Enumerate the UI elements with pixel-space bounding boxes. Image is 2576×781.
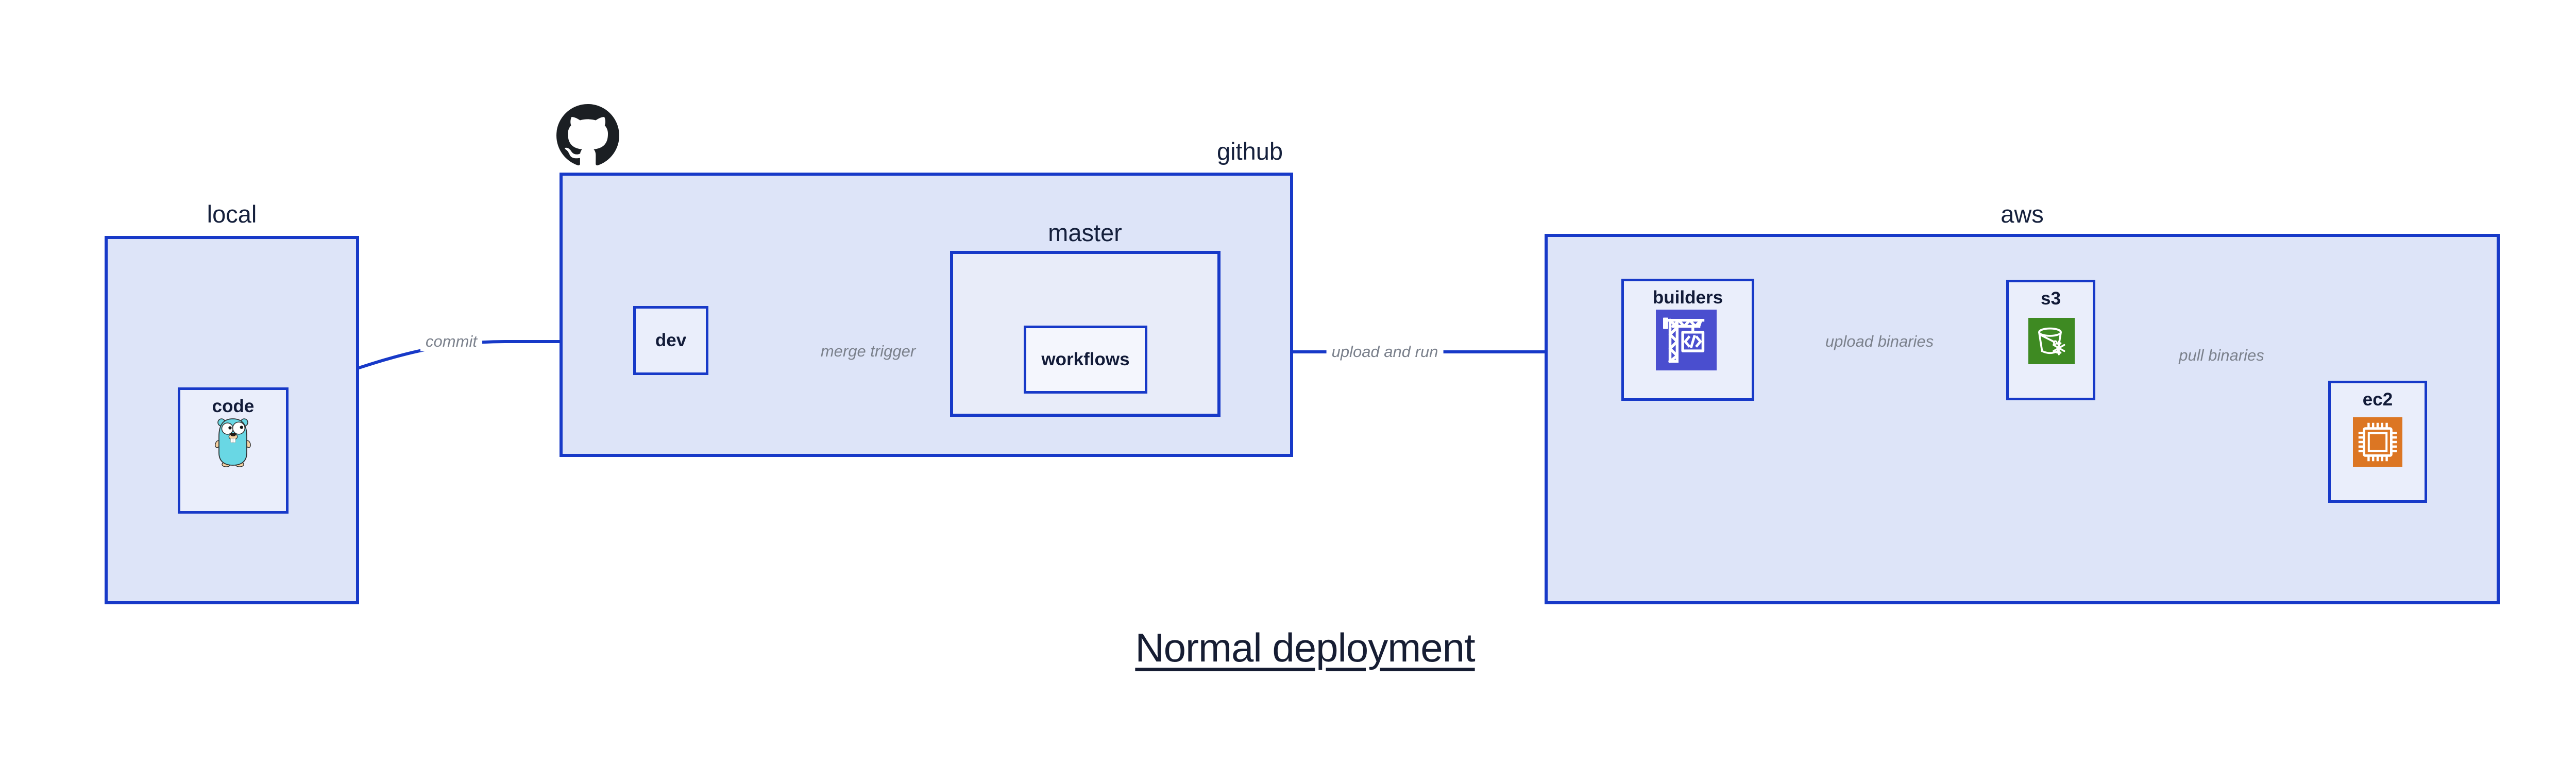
- aws-ec2-chip-icon: [2353, 417, 2402, 467]
- node-ec2-label: ec2: [2362, 389, 2393, 410]
- go-gopher-icon: [215, 415, 251, 468]
- node-dev: dev: [633, 306, 708, 375]
- node-builders-label: builders: [1652, 287, 1723, 308]
- github-container-label: github: [1216, 138, 1283, 165]
- local-container-label: local: [207, 200, 257, 228]
- node-code-label: code: [212, 396, 255, 416]
- node-builders: builders: [1621, 279, 1754, 401]
- node-workflows: workflows: [1024, 326, 1147, 394]
- master-container-label: master: [1048, 219, 1122, 246]
- upload-binaries-connector-label: upload binaries: [1820, 331, 1939, 352]
- node-workflows-label: workflows: [1041, 349, 1130, 369]
- node-s3-label: s3: [2041, 288, 2061, 309]
- diagram-title: Normal deployment: [1135, 625, 1475, 670]
- aws-container-label: aws: [2001, 200, 2044, 228]
- upload-and-run-connector-label: upload and run: [1326, 342, 1444, 362]
- node-dev-label: dev: [655, 330, 687, 350]
- merge-trigger-connector-label: merge trigger: [815, 341, 921, 362]
- pull-binaries-connector-label: pull binaries: [2174, 345, 2269, 366]
- aws-s3-glacier-bucket-icon: [2028, 318, 2075, 364]
- github-octocat-logo-icon: [556, 104, 619, 167]
- commit-connector-label: commit: [420, 331, 482, 352]
- aws-codebuild-crane-icon: [1655, 310, 1717, 370]
